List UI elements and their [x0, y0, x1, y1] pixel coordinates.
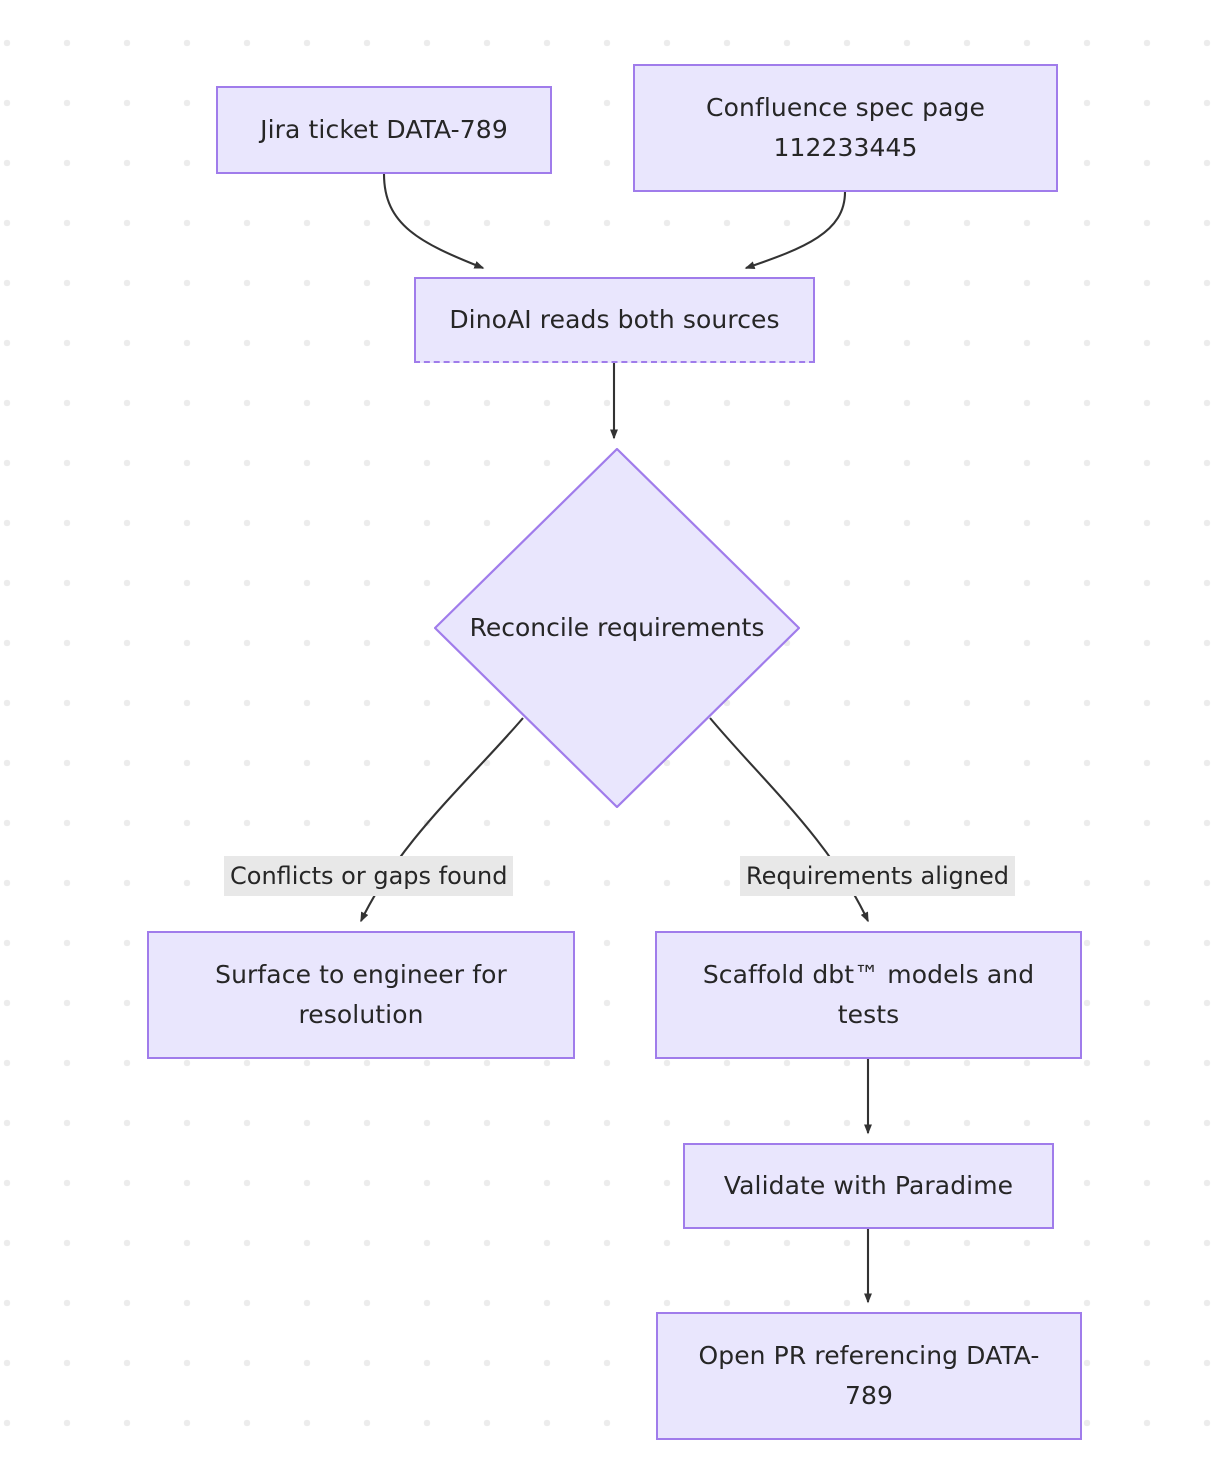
- node-jira-ticket[interactable]: Jira ticket DATA-789: [216, 86, 552, 174]
- node-scaffold-dbt-models-and-tests-label: Scaffold dbt™ models and tests: [702, 959, 1035, 1030]
- edge-label-requirements-aligned: Requirements aligned: [740, 856, 1015, 896]
- node-confluence-spec-page-label: Confluence spec page 112233445: [706, 92, 985, 163]
- node-scaffold-dbt-models-and-tests[interactable]: Scaffold dbt™ models and tests: [655, 931, 1082, 1059]
- node-dinoai-reads-both-sources-label: DinoAI reads both sources: [449, 304, 780, 334]
- edge-label-conflicts-or-gaps-found: Conflicts or gaps found: [224, 856, 514, 896]
- node-open-pr-referencing-data-789[interactable]: Open PR referencing DATA- 789: [656, 1312, 1082, 1440]
- node-surface-to-engineer[interactable]: Surface to engineer for resolution: [147, 931, 575, 1059]
- node-confluence-spec-page[interactable]: Confluence spec page 112233445: [633, 64, 1058, 192]
- diamond-shape-icon: [434, 448, 800, 808]
- node-open-pr-referencing-data-789-label: Open PR referencing DATA- 789: [698, 1340, 1040, 1411]
- node-reconcile-requirements-label: Reconcile requirements: [469, 613, 765, 642]
- node-jira-ticket-label: Jira ticket DATA-789: [260, 114, 508, 144]
- node-reconcile-requirements-decision[interactable]: Reconcile requirements: [434, 448, 800, 808]
- edge-confluence-to-dinoai: [744, 191, 847, 270]
- node-surface-to-engineer-label: Surface to engineer for resolution: [215, 959, 507, 1030]
- edge-jira-to-dinoai: [382, 173, 485, 269]
- node-validate-with-paradime[interactable]: Validate with Paradime: [683, 1143, 1054, 1229]
- node-validate-with-paradime-label: Validate with Paradime: [723, 1170, 1014, 1200]
- node-dinoai-reads-both-sources[interactable]: DinoAI reads both sources: [414, 277, 815, 363]
